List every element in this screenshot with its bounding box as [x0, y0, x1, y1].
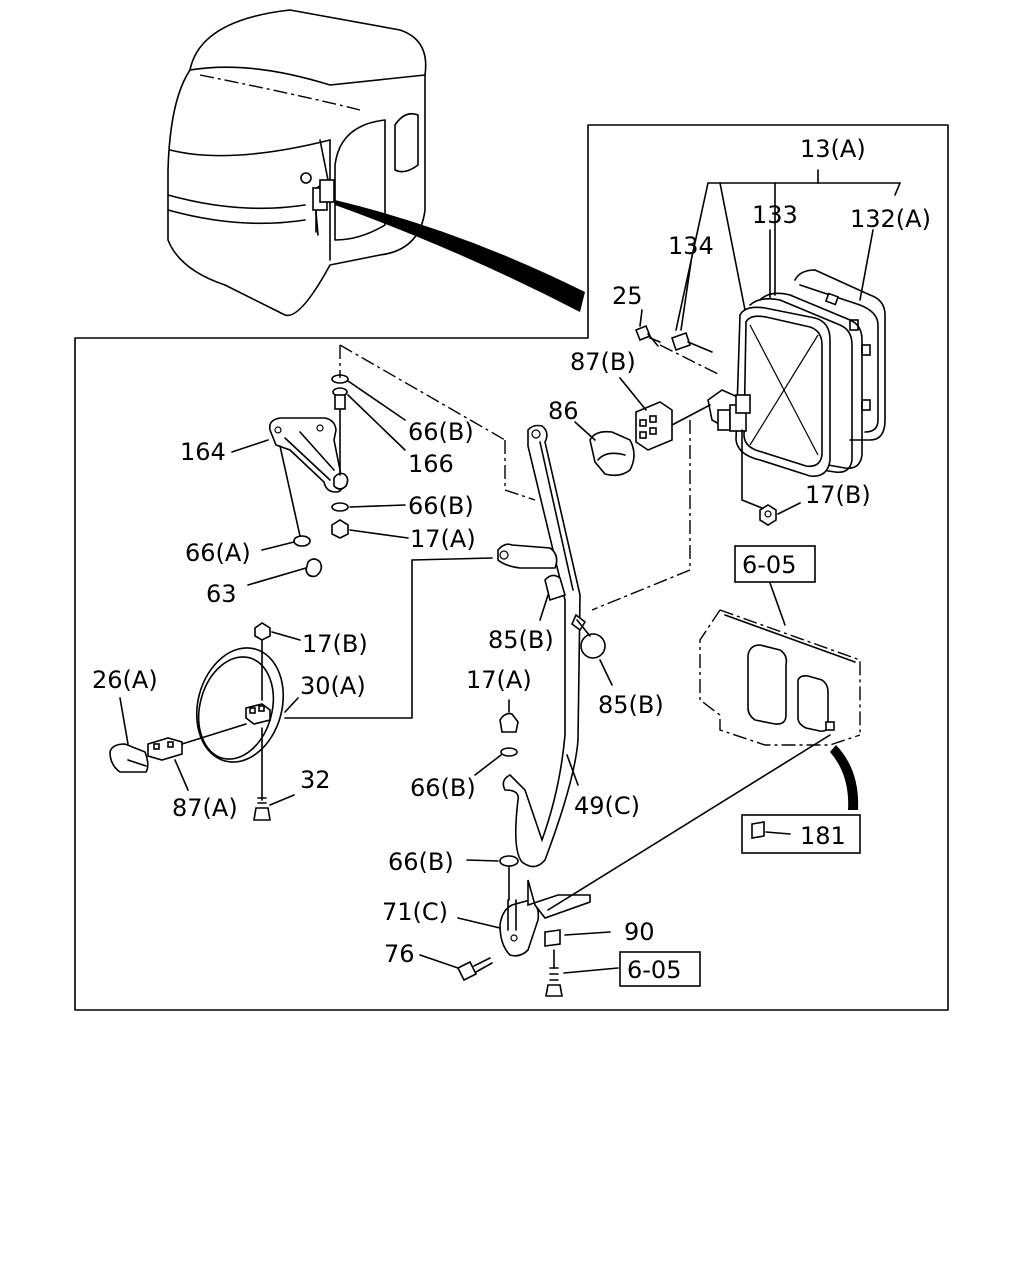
- label-32: 32: [300, 766, 331, 794]
- mounting-bracket-164: [231, 344, 536, 586]
- label-17a-1: 17(A): [410, 525, 476, 553]
- label-87a: 87(A): [172, 794, 238, 822]
- label-166: 166: [408, 450, 454, 478]
- label-6-05-top: 6-05: [742, 551, 796, 579]
- label-25: 25: [612, 282, 643, 310]
- label-66a: 66(A): [185, 539, 251, 567]
- detail-frame: [74, 124, 949, 1011]
- label-66b-4: 66(B): [388, 848, 454, 876]
- work-lamp-assembly: [574, 169, 901, 526]
- leader-arrow: [335, 200, 585, 312]
- label-85b-2: 85(B): [598, 691, 664, 719]
- label-66b-3: 66(B): [410, 774, 476, 802]
- label-133: 133: [752, 201, 798, 229]
- label-17b-2: 17(B): [302, 630, 368, 658]
- label-17a-2: 17(A): [466, 666, 532, 694]
- label-181: 181: [800, 822, 846, 850]
- label-134: 134: [668, 232, 714, 260]
- label-66b-1: 66(B): [408, 418, 474, 446]
- body-panel-6-05: [699, 582, 861, 810]
- label-76: 76: [384, 940, 415, 968]
- label-30a: 30(A): [300, 672, 366, 700]
- ref-box-6-05-top: [734, 545, 816, 583]
- label-17b-1: 17(B): [805, 481, 871, 509]
- label-132a: 132(A): [850, 205, 931, 233]
- lower-fittings: [419, 699, 831, 997]
- label-87b: 87(B): [570, 348, 636, 376]
- label-90: 90: [624, 918, 655, 946]
- label-13a: 13(A): [800, 135, 866, 163]
- label-66b-2: 66(B): [408, 492, 474, 520]
- label-86: 86: [548, 397, 579, 425]
- label-63: 63: [206, 580, 237, 608]
- mirror-head-30a: [109, 622, 301, 821]
- label-49c: 49(C): [574, 792, 640, 820]
- label-6-05-bottom: 6-05: [627, 956, 681, 984]
- clip-181-icon: [751, 821, 765, 839]
- ref-box-6-05-bottom: [619, 951, 701, 987]
- label-85b-1: 85(B): [488, 626, 554, 654]
- label-26a: 26(A): [92, 666, 158, 694]
- mirror-stay-49c: [284, 420, 691, 868]
- label-71c: 71(C): [382, 898, 448, 926]
- truck-cab-illustration: [167, 9, 427, 317]
- label-164: 164: [180, 438, 226, 466]
